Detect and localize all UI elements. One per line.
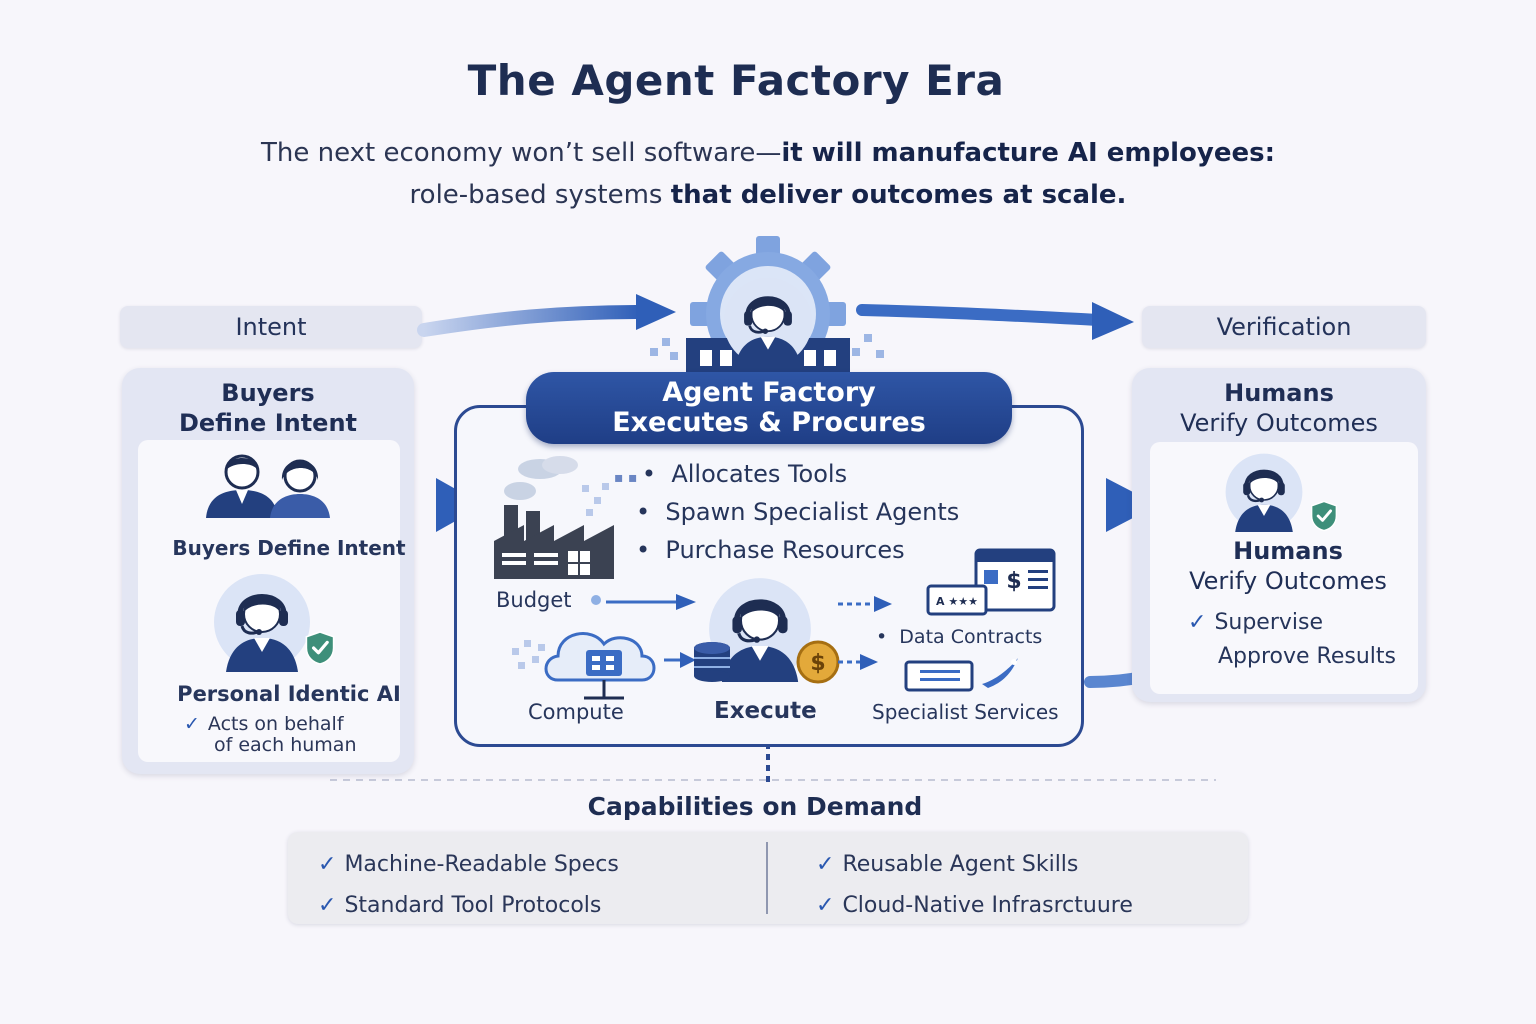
ai-note-line-2: of each human: [214, 734, 357, 756]
execute-label: Execute: [714, 698, 817, 724]
humans-panel-heading: Humans Verify Outcomes: [1132, 378, 1426, 438]
capabilities-title: Capabilities on Demand: [587, 792, 923, 821]
capability-text: Standard Tool Protocols: [344, 893, 602, 918]
capabilities-box: [288, 832, 1248, 924]
buyers-caption: Buyers Define Intent: [172, 536, 406, 560]
personal-ai-note: ✓ Acts on behalf of each human: [184, 714, 404, 756]
gear-icon: [650, 236, 884, 378]
check-icon: ✓: [816, 852, 835, 877]
factory-icon: [494, 456, 614, 579]
capabilities-right-list: ✓ Reusable Agent Skills ✓ Cloud-Native Inf…: [816, 844, 1133, 926]
factory-banner-line-2: Executes & Procures: [612, 407, 926, 438]
svg-text:$: $: [810, 651, 825, 676]
check-icon: ✓: [318, 852, 337, 877]
check-icon: ✓: [1188, 610, 1207, 635]
humans-checklist: ✓ Supervise Approve Results: [1188, 606, 1396, 674]
verification-label: Verification: [1142, 306, 1426, 348]
subtitle-line-1: The next economy won’t sell software—it …: [0, 138, 1536, 168]
buyers-heading-line-1: Buyers: [221, 379, 315, 407]
cloud-server-icon: [512, 632, 696, 700]
human-verifier-icon: [1224, 452, 1339, 532]
capability-text: Reusable Agent Skills: [842, 852, 1079, 877]
subtitle-line-1-plain: The next economy won’t sell software—: [261, 138, 782, 168]
check-icon: ✓: [816, 893, 835, 918]
check-icon: ✓: [318, 893, 337, 918]
arrow-factory-to-verification: [856, 304, 1106, 326]
subtitle-line-1-bold: it will manufacture AI employees:: [781, 138, 1275, 168]
check-approve-results: Approve Results: [1218, 644, 1396, 669]
capability-text: Cloud-Native Infrasrctuure: [842, 893, 1133, 918]
specialist-services-label: Specialist Services: [872, 700, 1059, 724]
factory-bullet-list: ▪ ▪ • Allocates Tools • Spawn Specialist…: [614, 460, 959, 574]
agent-factory-banner: Agent Factory Executes & Procures: [526, 372, 1012, 444]
personal-ai-caption: Personal Identic AI: [177, 682, 401, 706]
execute-agent-icon: $: [694, 574, 840, 684]
humans-card-title: Humans Verify Outcomes: [1150, 536, 1426, 596]
dollar-icon: $: [796, 640, 840, 684]
data-contracts-text: Data Contracts: [899, 626, 1043, 648]
intent-label: Intent: [120, 306, 422, 348]
humans-card-line-1: Humans: [1233, 537, 1343, 565]
ai-note-line-1: Acts on behalf: [207, 713, 344, 735]
budget-arrow: [591, 594, 696, 610]
page-title: The Agent Factory Era: [467, 56, 1005, 105]
bullet-purchase-resources: • Purchase Resources: [636, 536, 905, 564]
browser-window-icon: $ A ★★★: [838, 548, 1056, 616]
rating-card-text: A ★★★: [936, 595, 978, 608]
capability-item: ✓ Standard Tool Protocols: [318, 885, 619, 926]
subtitle-line-2-plain: role-based systems: [409, 180, 671, 210]
capabilities-separator: [766, 842, 768, 914]
budget-label: Budget: [496, 588, 572, 612]
buyers-icon: [206, 454, 330, 518]
humans-heading-line-2: Verify Outcomes: [1180, 409, 1378, 437]
subtitle-line-2-bold: that deliver outcomes at scale.: [670, 180, 1127, 210]
bullet-allocates-tools: ▪ ▪ • Allocates Tools: [614, 460, 848, 488]
capabilities-left-list: ✓ Machine-Readable Specs ✓ Standard Tool P…: [318, 844, 619, 926]
personal-ai-agent-icon: [212, 572, 336, 672]
bullet-spawn-agents: • Spawn Specialist Agents: [636, 498, 960, 526]
bullet-text: Spawn Specialist Agents: [665, 498, 960, 526]
factory-banner-line-1: Agent Factory: [662, 377, 876, 408]
rocket-icon: [838, 654, 1018, 692]
coins-icon: [694, 642, 730, 682]
capability-item: ✓ Reusable Agent Skills: [816, 844, 1133, 885]
bullet-text: Purchase Resources: [665, 536, 905, 564]
arrow-verification-head: [1092, 302, 1134, 340]
subtitle-line-2: role-based systems that deliver outcomes…: [0, 180, 1536, 210]
capability-text: Machine-Readable Specs: [344, 852, 619, 877]
bullet-text: Allocates Tools: [671, 460, 848, 488]
shield-check-icon: [304, 630, 336, 666]
humans-heading-line-1: Humans: [1224, 379, 1334, 407]
check-text: Supervise: [1214, 610, 1324, 635]
capability-item: ✓ Cloud-Native Infrasrctuure: [816, 885, 1133, 926]
check-icon: ✓: [184, 713, 200, 735]
check-supervise: ✓ Supervise: [1188, 606, 1396, 640]
arrow-intent-to-factory: [417, 305, 647, 337]
humans-card-line-2: Verify Outcomes: [1189, 567, 1387, 595]
buyers-panel-heading: Buyers Define Intent: [122, 378, 414, 438]
capability-item: ✓ Machine-Readable Specs: [318, 844, 619, 885]
dollar-symbol: $: [1006, 569, 1021, 594]
buyers-heading-line-2: Define Intent: [178, 409, 358, 437]
arrow-intent-head: [636, 294, 676, 330]
data-contracts-label: • Data Contracts: [876, 626, 1043, 648]
shield-check-icon: [1309, 500, 1339, 532]
compute-label: Compute: [528, 700, 624, 724]
